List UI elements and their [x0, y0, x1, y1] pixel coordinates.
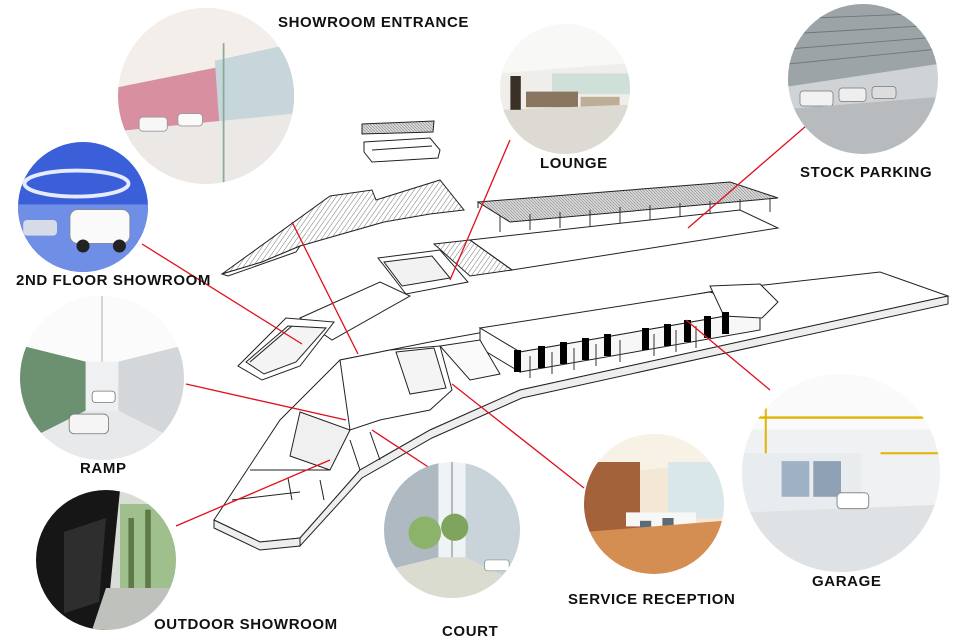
callout-label-showroom-entrance: SHOWROOM ENTRANCE [278, 14, 470, 31]
showroom-interior [231, 339, 501, 501]
upper-floor [237, 239, 514, 381]
2nd-floor-showroom-photo [18, 142, 148, 272]
callout-label-stock-parking: STOCK PARKING [800, 164, 933, 181]
stock-parking-canopy [476, 181, 779, 232]
garage-block [478, 283, 779, 378]
ramp-photo [20, 296, 184, 460]
callout-label-court: COURT [442, 623, 499, 640]
callout-label-service-reception: SERVICE RECEPTION [568, 591, 736, 608]
service-reception-photo [584, 434, 724, 574]
stock-parking-photo [788, 4, 938, 154]
callout-label-2nd-floor-showroom: 2ND FLOOR SHOWROOM [16, 272, 211, 289]
lounge-photo [500, 24, 630, 154]
garage-photo [742, 374, 940, 572]
callout-label-lounge: LOUNGE [540, 155, 608, 172]
callout-leader-lines [141, 125, 807, 527]
upper-roof-pieces [361, 120, 441, 163]
outdoor-showroom-photo [36, 490, 176, 630]
court-photo [384, 462, 520, 598]
callout-label-ramp: RAMP [80, 460, 127, 477]
showroom-roof [220, 179, 465, 277]
callout-label-garage: GARAGE [812, 573, 882, 590]
callout-label-outdoor-showroom: OUTDOOR SHOWROOM [154, 616, 338, 633]
showroom-entrance-photo [118, 8, 294, 184]
